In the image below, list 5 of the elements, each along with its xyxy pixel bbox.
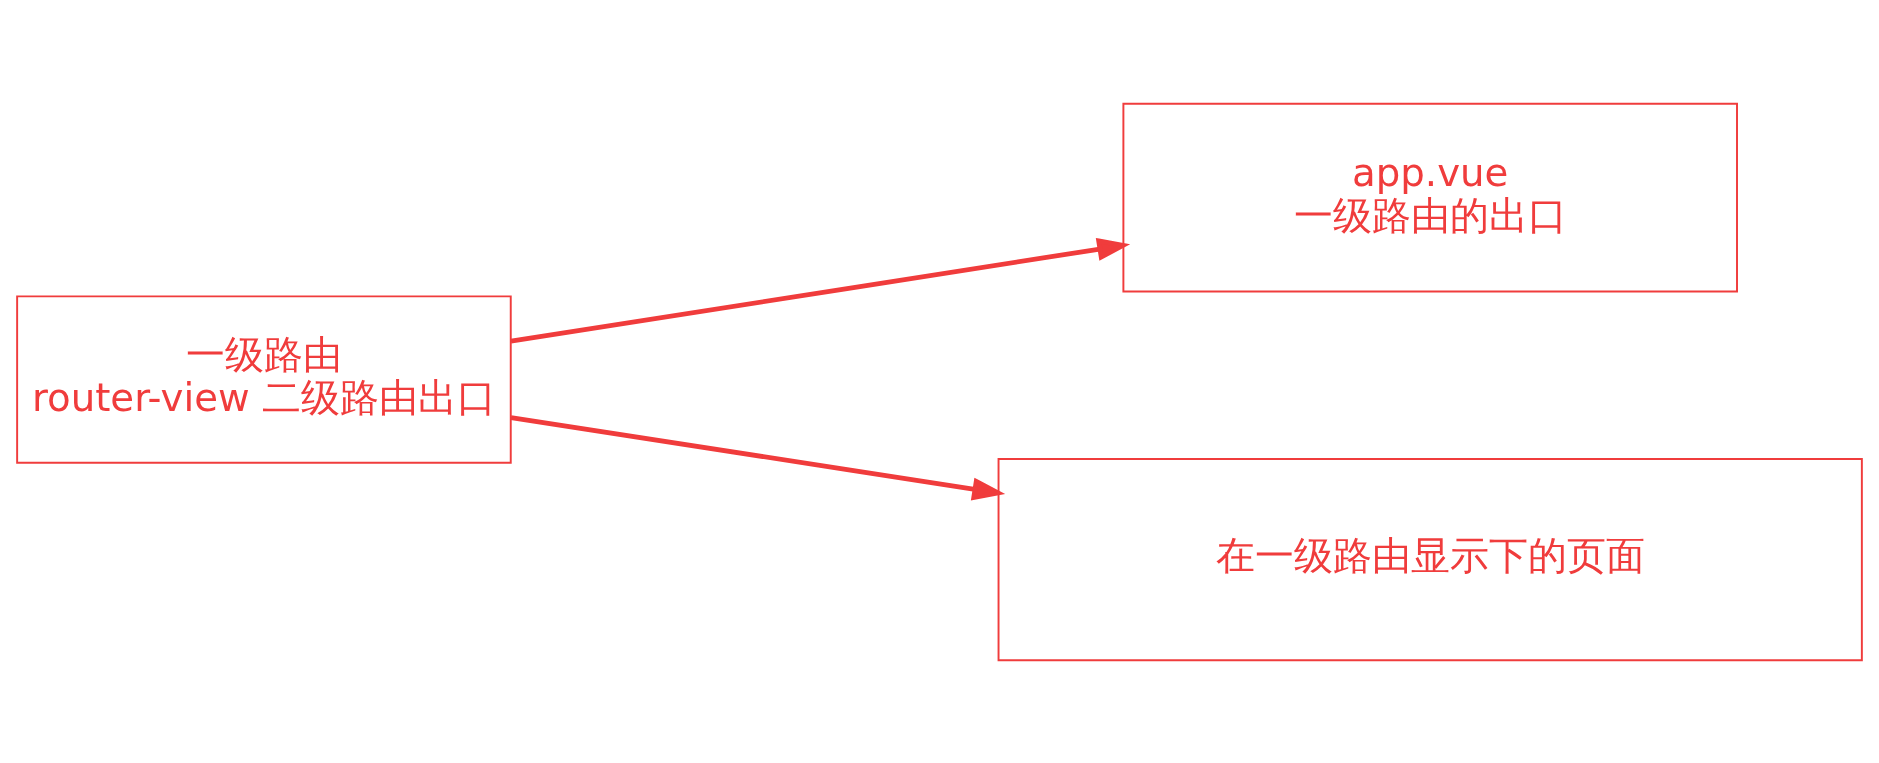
node-box: 在一级路由显示下的页面: [997, 457, 1863, 661]
arrow: [510, 237, 1131, 344]
arrow: [510, 414, 1006, 500]
node-box: app.vue 一级路由的出口: [1122, 102, 1738, 292]
node-box: 一级路由 router-view 二级路由出口: [16, 294, 512, 464]
